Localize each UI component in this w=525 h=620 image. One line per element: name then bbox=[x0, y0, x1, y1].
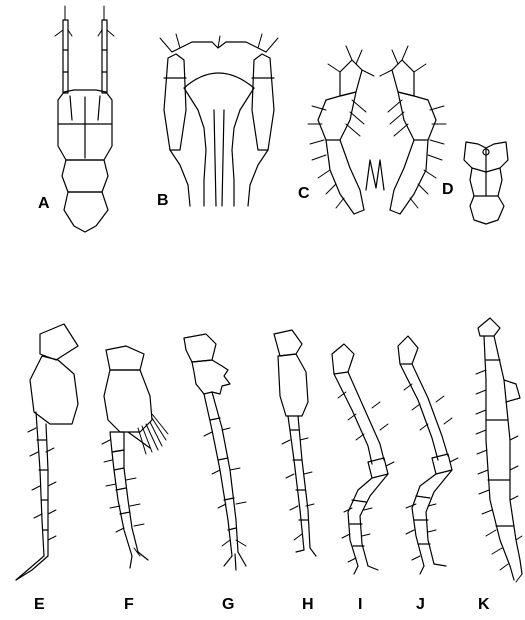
drawing-e-leg bbox=[16, 324, 78, 580]
drawing-a-body-dorsal bbox=[55, 6, 114, 232]
drawing-g-leg-serrated bbox=[184, 334, 246, 570]
panel-label-h: H bbox=[302, 597, 314, 613]
panel-label-e: E bbox=[34, 597, 45, 613]
panel-label-d: D bbox=[442, 182, 454, 198]
drawing-j-leg-curved bbox=[398, 336, 458, 574]
panel-label-i: I bbox=[358, 597, 362, 613]
panel-label-g: G bbox=[222, 597, 234, 613]
panel-label-f: F bbox=[124, 597, 134, 613]
panel-label-c: C bbox=[298, 186, 310, 202]
panel-label-a: A bbox=[38, 196, 50, 212]
panel-label-k: K bbox=[478, 597, 490, 613]
drawing-f-leg-comb bbox=[102, 346, 168, 568]
drawing-k-leg-long bbox=[476, 318, 522, 582]
panel-label-b: B bbox=[157, 193, 169, 209]
drawing-i-leg-curved bbox=[332, 344, 394, 574]
drawing-b-mouthparts bbox=[160, 34, 278, 206]
drawing-d-sclerite bbox=[464, 142, 508, 224]
drawing-c-setose-mouthparts bbox=[308, 46, 446, 214]
drawing-h-leg bbox=[274, 330, 316, 556]
panel-label-j: J bbox=[416, 597, 425, 613]
